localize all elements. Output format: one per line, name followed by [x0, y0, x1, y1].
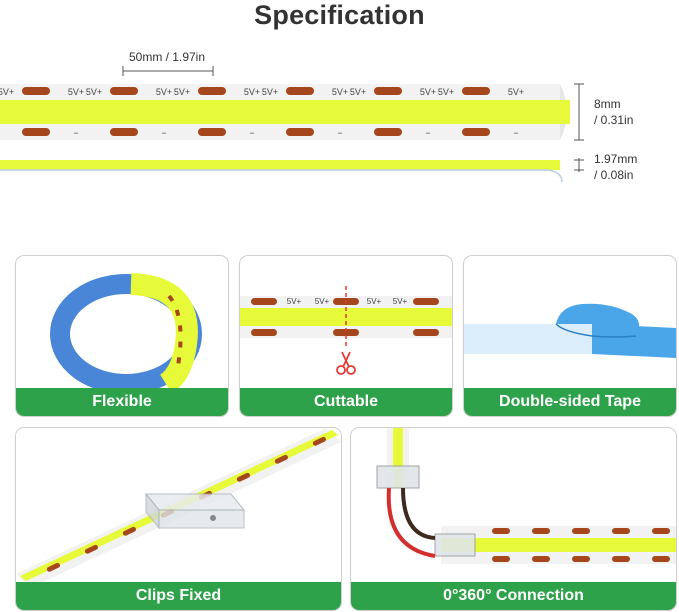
strip-minus: −: [337, 128, 342, 138]
solder-pad: [46, 562, 60, 572]
cut-length-label: 50mm / 1.97in: [129, 50, 205, 64]
solder-pad: [84, 544, 98, 554]
solder-pad: [462, 87, 490, 95]
feature-label: Clips Fixed: [16, 582, 341, 610]
strip-label: 5V+: [174, 87, 190, 97]
strip-pads: 5V+5V+−5V+5V+−5V+5V+−5V+5V+−5V+5V+−5V+5V…: [0, 87, 524, 138]
solder-pad: [286, 87, 314, 95]
solder-pad: [22, 128, 50, 136]
width-dimension: 8mm / 0.31in: [594, 96, 633, 128]
strip-label: 5V+: [315, 297, 330, 306]
feature-tape: Double-sided Tape: [463, 255, 677, 417]
strip-led-band: [0, 100, 570, 124]
strip-label: 5V+: [68, 87, 84, 97]
feature-flexible: Flexible: [15, 255, 229, 417]
solder-pad: [374, 128, 402, 136]
width-in: / 0.31in: [594, 113, 634, 127]
solder-pad: [251, 298, 277, 305]
feature-connection: 0°360° Connection: [350, 427, 677, 611]
solder-pad: [413, 298, 439, 305]
strip-label: 5V+: [393, 297, 408, 306]
solder-pad: [312, 436, 326, 446]
strip-label: 5V+: [350, 87, 366, 97]
solder-pad: [333, 329, 359, 336]
solder-pad: [251, 329, 277, 336]
feature-clips: Clips Fixed: [15, 427, 342, 611]
solder-pad: [492, 528, 510, 534]
solder-pad: [236, 472, 250, 482]
strip-label: 5V+: [367, 297, 382, 306]
solder-pad: [572, 556, 590, 562]
strip-label: 5V+: [262, 87, 278, 97]
solder-pad: [110, 87, 138, 95]
solder-pad: [198, 128, 226, 136]
strip-label: 5V+: [244, 87, 260, 97]
strip-label: 5V+: [156, 87, 172, 97]
thickness-mm: 1.97mm: [594, 152, 638, 166]
width-mm: 8mm: [594, 97, 621, 111]
strip-label: 5V+: [86, 87, 102, 97]
solder-pad: [274, 454, 288, 464]
feature-label: Flexible: [16, 388, 228, 416]
solder-pad: [198, 87, 226, 95]
solder-pad: [572, 528, 590, 534]
feature-label: Cuttable: [240, 388, 452, 416]
page-title: Specification: [254, 0, 425, 30]
solder-pad: [492, 556, 510, 562]
solder-pad: [462, 128, 490, 136]
strip-label: 5V+: [287, 297, 302, 306]
thickness-dimension: 1.97mm / 0.08in: [594, 151, 637, 183]
strip-minus: −: [73, 128, 78, 138]
solder-pad: [22, 87, 50, 95]
feature-label: 0°360° Connection: [351, 582, 676, 610]
feature-label: Double-sided Tape: [464, 388, 676, 416]
solder-pad: [652, 556, 670, 562]
solder-pad: [612, 528, 630, 534]
solder-pad: [413, 329, 439, 336]
solder-pad: [532, 556, 550, 562]
strip-minus: −: [425, 128, 430, 138]
strip-label: 5V+: [0, 87, 14, 97]
strip-minus: −: [513, 128, 518, 138]
solder-pad: [110, 128, 138, 136]
spec-diagram: 50mm / 1.97in 5V+5V+−5V+5V+−5V+5V+−5V+5V…: [0, 50, 584, 183]
strip-label: 5V+: [332, 87, 348, 97]
scissors-icon: [336, 351, 356, 375]
feature-cuttable: 5V+ 5V+ 5V+ 5V+ Cuttable: [239, 255, 453, 417]
solder-pad: [532, 528, 550, 534]
strip-label: 5V+: [420, 87, 436, 97]
strip-profile: [0, 160, 560, 170]
strip-label: 5V+: [508, 87, 524, 97]
solder-pad: [374, 87, 402, 95]
solder-pad: [286, 128, 314, 136]
strip-label: 5V+: [438, 87, 454, 97]
thickness-in: / 0.08in: [594, 168, 634, 182]
solder-pad: [652, 528, 670, 534]
strip-minus: −: [249, 128, 254, 138]
strip-minus: −: [161, 128, 166, 138]
solder-pad: [612, 556, 630, 562]
solder-pad: [122, 526, 136, 536]
